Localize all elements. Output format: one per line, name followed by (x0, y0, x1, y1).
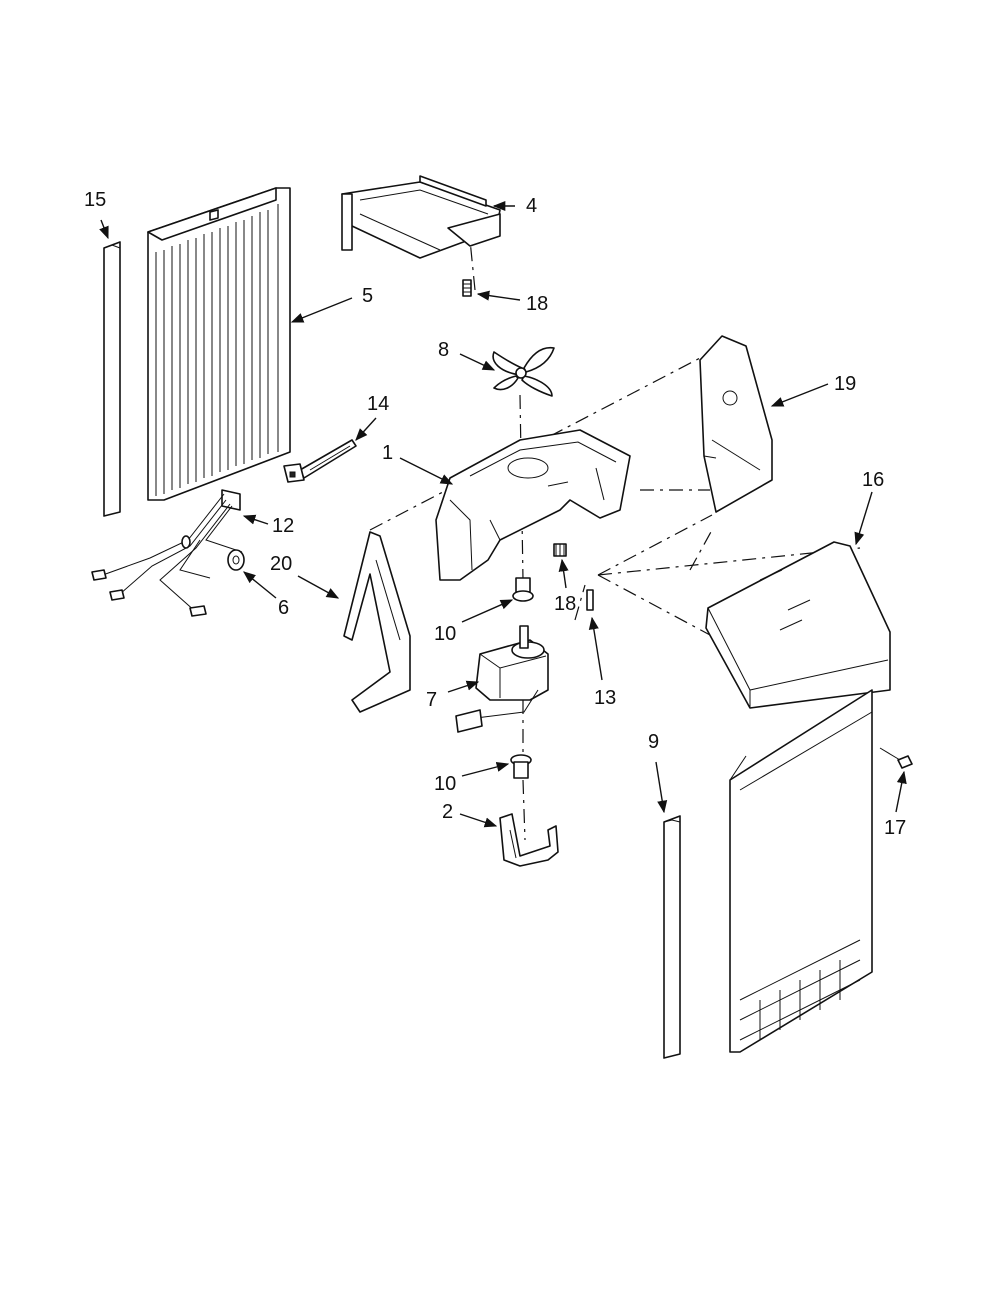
part-14-thermistor (283, 439, 357, 483)
callout-5: 5 (362, 285, 373, 307)
callout-15: 15 (84, 189, 106, 211)
callout-7: 7 (426, 689, 437, 711)
part-1-fan-housing (435, 429, 631, 581)
part-19-shroud-bracket (699, 335, 773, 513)
part-2-motor-bracket (499, 813, 559, 867)
part-6-grommet (227, 549, 245, 571)
part-20-side-bracket (343, 531, 411, 713)
callout-19: 19 (834, 373, 856, 395)
part-13-clip (586, 589, 594, 611)
part-18-screw-top (462, 279, 472, 297)
callout-6: 6 (278, 597, 289, 619)
callout-8: 8 (438, 339, 449, 361)
callout-16: 16 (862, 469, 884, 491)
callout-18-housing: 18 (554, 593, 576, 615)
callout-9: 9 (648, 731, 659, 753)
callout-2: 2 (442, 801, 453, 823)
part-9-gasket-strip (663, 815, 681, 1059)
part-12-wire-harness (91, 489, 243, 617)
callout-14: 14 (367, 393, 389, 415)
callout-10-upper: 10 (434, 623, 456, 645)
callout-labels: 15 4 5 18 8 19 14 1 16 12 20 18 6 10 7 1… (84, 189, 906, 839)
callout-1: 1 (382, 442, 393, 464)
callout-17: 17 (884, 817, 906, 839)
callout-18-top: 18 (526, 293, 548, 315)
callout-4: 4 (526, 195, 537, 217)
part-18-screw-housing (553, 543, 567, 557)
rear-panel (729, 689, 873, 1053)
part-4-bracket-tray (341, 175, 501, 259)
part-15-gasket-strip (103, 241, 121, 517)
part-7-fan-motor (455, 625, 549, 733)
callout-12: 12 (272, 515, 294, 537)
part-8-fan-blade (492, 346, 555, 397)
leader-lines (99, 200, 907, 828)
callout-20: 20 (270, 553, 292, 575)
part-10-motor-grommet-upper (512, 577, 534, 602)
part-17-screw (879, 747, 913, 769)
part-16-air-duct (705, 541, 891, 709)
part-10-motor-grommet-lower (510, 754, 532, 779)
callout-13: 13 (594, 687, 616, 709)
callout-10-lower: 10 (434, 773, 456, 795)
part-5-evaporator-cover (147, 187, 291, 501)
